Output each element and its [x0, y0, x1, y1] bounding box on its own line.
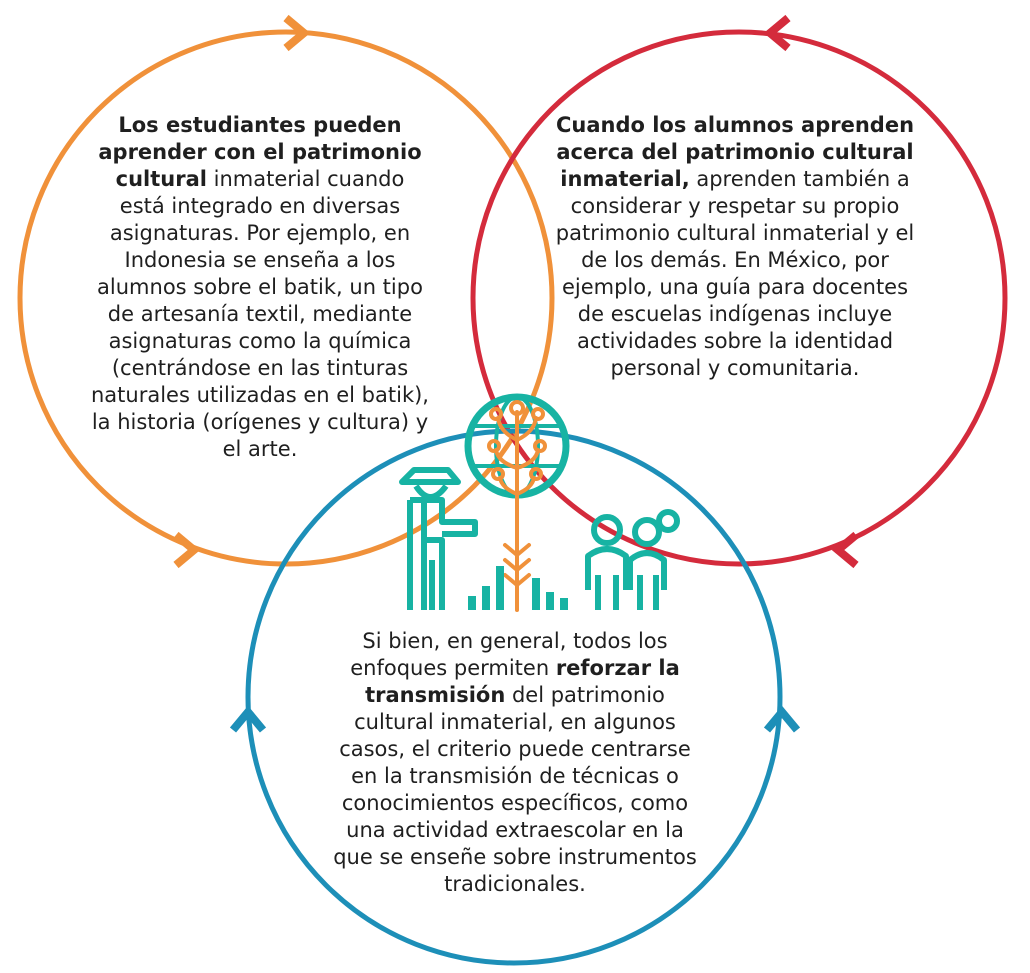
orange-circle-text: Los estudiantes pueden aprender con el p… — [90, 112, 430, 463]
students-icon — [585, 509, 680, 610]
teacher-icon — [399, 467, 478, 610]
blue-text-after: del patrimonio cultural inmaterial, en a… — [333, 683, 697, 896]
red-circle-text: Cuando los alumnos aprenden acerca del p… — [555, 112, 915, 382]
orange-bold-lead: Los estudiantes pueden aprender con el p… — [98, 113, 422, 191]
globe-tree-icon — [464, 393, 570, 612]
arrow-icon — [173, 14, 859, 733]
blue-text-before: Si bien, en general, todos los enfoques … — [350, 629, 668, 680]
red-bold-lead: Cuando los alumnos aprenden acerca del p… — [555, 113, 915, 191]
blue-circle-text: Si bien, en general, todos los enfoques … — [330, 628, 700, 898]
orange-body: inmaterial cuando está integrado en dive… — [91, 167, 429, 461]
red-body: aprenden también a considerar y respetar… — [555, 167, 915, 380]
blue-circle — [245, 428, 783, 966]
growth-bars-icon — [468, 566, 568, 610]
red-circle — [470, 29, 1008, 567]
blue-bold-mid: reforzar la transmisión — [365, 656, 680, 707]
